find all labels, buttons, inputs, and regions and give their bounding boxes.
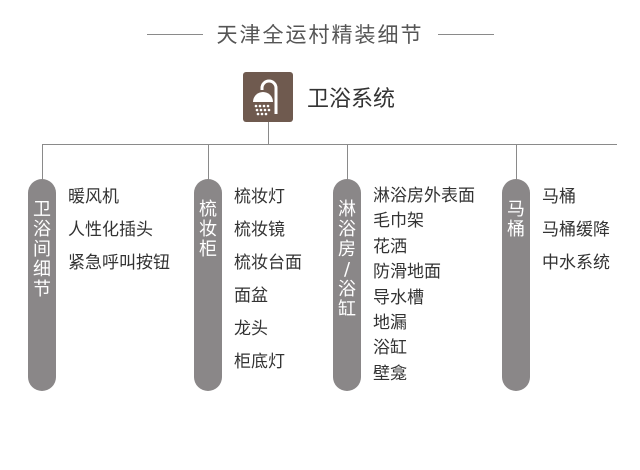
category-label-char: 房	[338, 239, 356, 260]
list-item: 人性化插头	[68, 220, 153, 240]
category-label-char: 节	[33, 279, 51, 300]
list-item: 中水系统	[542, 253, 610, 273]
category-label-char: 缸	[338, 299, 356, 320]
category-label-char: 间	[33, 239, 51, 260]
category-label-char: 桶	[507, 219, 525, 240]
list-item: 毛巾架	[373, 211, 424, 232]
list-item: 梳妆台面	[234, 253, 302, 273]
category-pill-3: 淋浴房/浴缸	[333, 179, 361, 391]
category-label-char: 浴	[33, 219, 51, 240]
category-list-1: 暖风机人性化插头紧急呼叫按钮	[68, 185, 170, 284]
category-label-char: 浴	[338, 279, 356, 300]
list-item: 马桶缓降	[542, 220, 610, 240]
title-left-rule	[146, 33, 203, 35]
shower-icon	[243, 72, 293, 122]
list-item: 壁龛	[373, 363, 407, 384]
list-item: 防滑地面	[373, 262, 441, 283]
branch-drop-3	[347, 144, 348, 180]
title-row: 天津全运村精装细节	[0, 18, 640, 50]
branch-drop-1	[42, 144, 43, 180]
list-item: 马桶	[542, 187, 576, 207]
list-item: 梳妆镜	[234, 220, 285, 240]
list-item: 柜底灯	[234, 352, 285, 372]
category-label-char: 淋	[338, 199, 356, 220]
category-pill-4: 马桶	[502, 179, 530, 391]
title-right-rule	[437, 33, 494, 35]
category-label-char: 浴	[338, 219, 356, 240]
branch-drop-4	[516, 144, 517, 180]
list-item: 淋浴房外表面	[373, 186, 475, 206]
category-label-char: 卫	[33, 199, 51, 220]
category-label-char: 马	[507, 199, 525, 220]
category-pill-2: 梳妆柜	[194, 179, 222, 391]
root-connector	[268, 122, 269, 144]
list-item: 梳妆灯	[234, 187, 285, 207]
list-item: 花洒	[373, 236, 407, 257]
category-pill-1: 卫浴间细节	[28, 179, 56, 391]
category-list-4: 马桶马桶缓降中水系统	[542, 185, 610, 284]
category-label-char: 细	[33, 259, 51, 280]
list-item: 浴缸	[373, 338, 407, 359]
list-item: 面盆	[234, 286, 268, 306]
list-item: 龙头	[234, 319, 268, 339]
category-label-char: /	[343, 259, 351, 280]
list-item: 导水槽	[373, 287, 424, 308]
page-title: 天津全运村精装细节	[216, 23, 424, 47]
category-label-char: 妆	[199, 219, 217, 240]
category-list-2: 梳妆灯梳妆镜梳妆台面面盆龙头柜底灯	[234, 185, 302, 383]
category-label-char: 柜	[199, 239, 217, 260]
root-node: 卫浴系统	[243, 72, 395, 122]
branch-drop-2	[208, 144, 209, 180]
list-item: 暖风机	[68, 187, 119, 207]
list-item: 紧急呼叫按钮	[68, 253, 170, 273]
list-item: 地漏	[373, 312, 407, 333]
branch-connector	[42, 144, 617, 145]
category-label-char: 梳	[199, 199, 217, 220]
category-list-3: 淋浴房外表面毛巾架花洒防滑地面导水槽地漏浴缸壁龛	[373, 185, 475, 388]
root-label: 卫浴系统	[307, 87, 396, 112]
